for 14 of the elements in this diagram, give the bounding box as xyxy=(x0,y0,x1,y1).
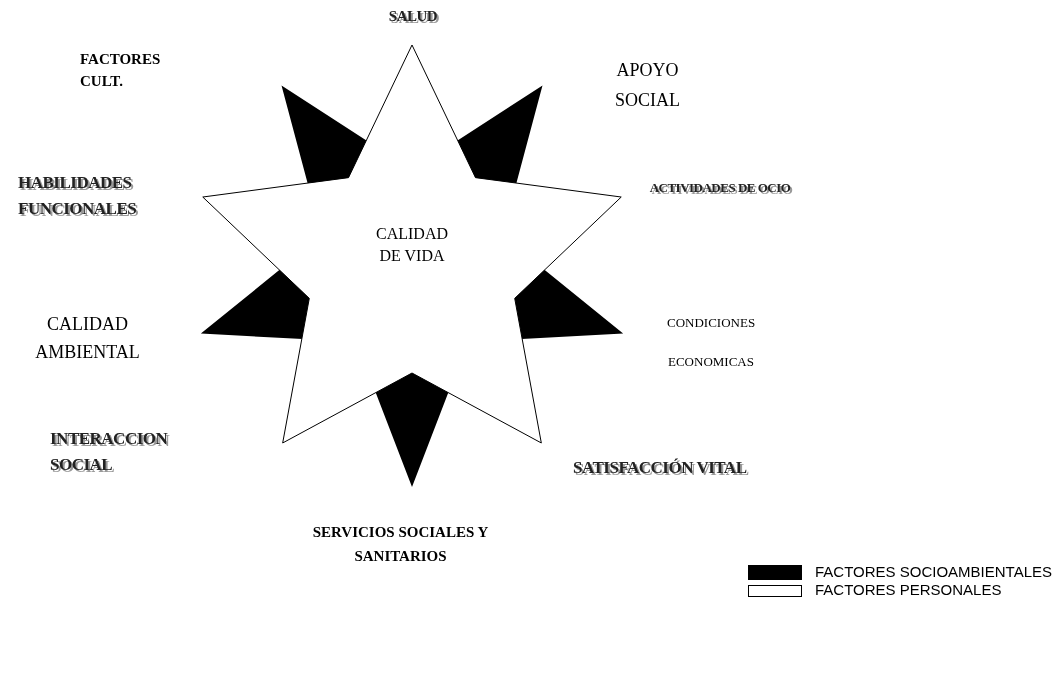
legend-text: FACTORES SOCIOAMBIENTALES xyxy=(815,563,1052,580)
factor-label: SERVICIOS SOCIALES Y SANITARIOS xyxy=(311,523,490,566)
factor-label: FACTORES CULT. xyxy=(80,50,162,91)
factor-label: CALIDAD AMBIENTAL xyxy=(34,313,141,364)
factor-label: ACTIVIDADES DE OCIO xyxy=(648,179,792,197)
factor-label: SATISFACCIÓN VITAL xyxy=(573,457,748,479)
factor-label: ECONOMICAS xyxy=(668,353,755,371)
factor-label: CONDICIONES xyxy=(667,314,757,332)
factor-label: HABILIDADES FUNCIONALES xyxy=(18,172,138,220)
factor-label: INTERACCION SOCIAL xyxy=(50,428,169,476)
factor-label: SALUD xyxy=(387,7,439,26)
legend-text: FACTORES PERSONALES xyxy=(815,581,1002,598)
star-label: CALIDAD DE VIDA xyxy=(375,224,449,266)
factor-label: APOYO SOCIAL xyxy=(614,59,681,112)
